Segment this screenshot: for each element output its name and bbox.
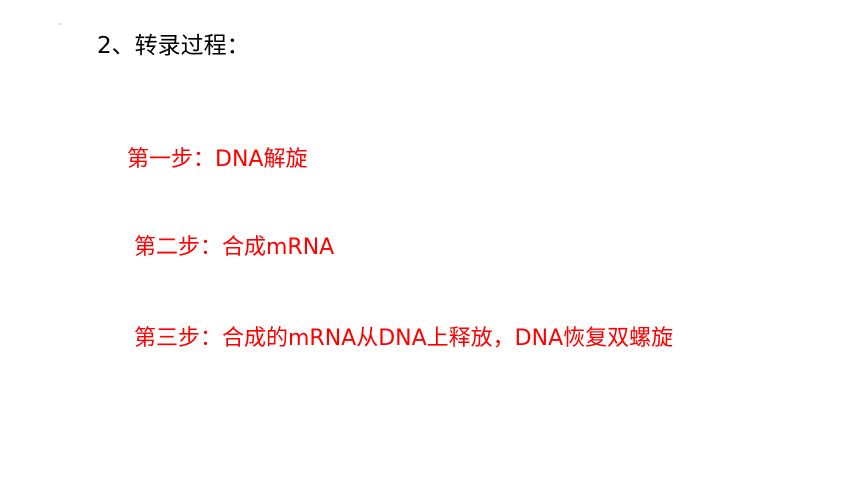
step-3-text: 第三步：合成的mRNA从DNA上释放，DNA恢复双螺旋	[134, 326, 674, 351]
corner-dot	[59, 23, 61, 25]
step-2-text: 第二步：合成mRNA	[134, 235, 335, 260]
step-1-text: 第一步：DNA解旋	[127, 147, 308, 172]
slide-heading: 2、转录过程：	[97, 33, 250, 59]
